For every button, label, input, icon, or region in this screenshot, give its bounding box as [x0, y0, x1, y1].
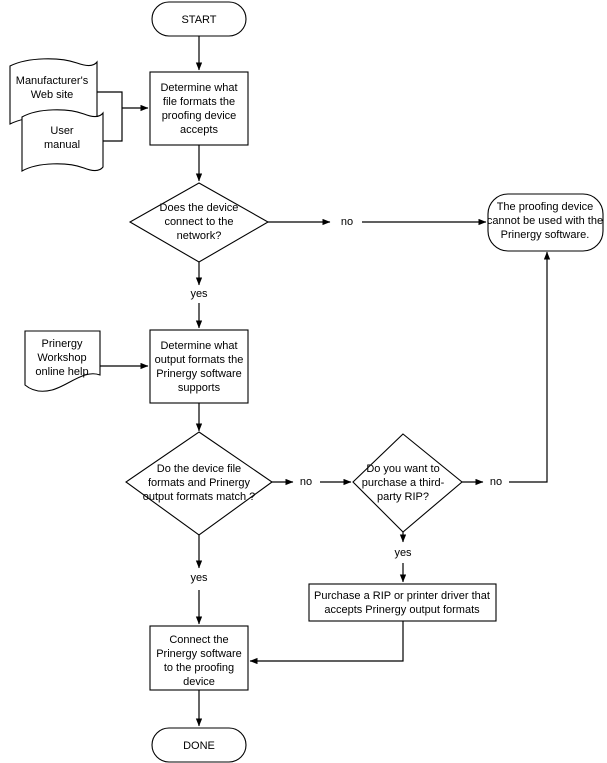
- done-terminator-shape: [151, 727, 247, 763]
- determine-output-formats-line-3: supports: [178, 382, 221, 394]
- device-connect-decision-line-2: network?: [177, 230, 222, 242]
- manufacturer-web-site-line-0: Manufacturer's: [16, 75, 89, 87]
- formats-match-decision-line-1: formats and Prinergy: [148, 477, 251, 489]
- connect-software-line-3: device: [183, 676, 215, 688]
- determine-output-formats-line-2: Prinergy software: [156, 368, 242, 380]
- edge-label-formats-match-no: no: [300, 476, 312, 488]
- determine-file-formats-line-1: file formats the: [163, 96, 235, 108]
- start-terminator-shape: [151, 1, 247, 37]
- start-label: START: [181, 14, 216, 26]
- done-label: DONE: [183, 740, 215, 752]
- purchase-rip-action-line-0: Purchase a RIP or printer driver that: [314, 590, 490, 602]
- node-cannot-be-used[interactable]: The proofing device cannot be used with …: [487, 193, 604, 252]
- manufacturer-web-site-line-1: Web site: [31, 89, 74, 101]
- formats-match-decision-line-2: output formats match ?: [143, 491, 256, 503]
- node-user-manual[interactable]: User manual: [21, 109, 104, 172]
- formats-match-decision-line-0: Do the device file: [157, 463, 241, 475]
- node-start[interactable]: START: [151, 1, 247, 37]
- node-connect-software[interactable]: Connect the Prinergy software to the pro…: [149, 625, 249, 691]
- edge-label-purchase-rip-no: no: [490, 476, 502, 488]
- user-manual-line-1: manual: [44, 139, 80, 151]
- edge-label-purchase-rip-yes: yes: [394, 547, 412, 559]
- connector-layer: [96, 36, 551, 727]
- user-manual-line-0: User: [50, 125, 74, 137]
- prinergy-workshop-help-line-2: online help: [35, 366, 88, 378]
- prinergy-workshop-help-line-1: Workshop: [37, 352, 86, 364]
- determine-output-formats-process-shape: [149, 329, 249, 404]
- node-purchase-rip-action[interactable]: Purchase a RIP or printer driver that ac…: [308, 583, 497, 622]
- node-prinergy-workshop-help[interactable]: Prinergy Workshop online help: [24, 330, 101, 392]
- formats-match-decision-shape: [125, 431, 273, 536]
- node-device-connect-decision[interactable]: Does the device connect to the network?: [128, 182, 270, 263]
- edge-label-formats-match-yes: yes: [190, 572, 208, 584]
- node-formats-match-decision[interactable]: Do the device file formats and Prinergy …: [125, 431, 273, 536]
- purchase-rip-action-line-1: accepts Prinergy output formats: [324, 604, 480, 616]
- user-manual-document-shape: [21, 109, 104, 172]
- device-connect-decision-line-1: connect to the: [164, 216, 233, 228]
- cannot-be-used-line-0: The proofing device: [497, 201, 594, 213]
- purchase-rip-decision-line-2: party RIP?: [377, 491, 429, 503]
- edge-manufacturer-web-site-to-determine-file-formats: [96, 91, 123, 108]
- prinergy-workshop-help-document-shape: [24, 330, 101, 392]
- node-determine-file-formats[interactable]: Determine what file formats the proofing…: [149, 71, 249, 146]
- cannot-be-used-terminator-shape: [487, 193, 604, 252]
- connect-software-line-0: Connect the: [169, 634, 228, 646]
- edge-user-manual-to-determine-file-formats: [103, 108, 123, 142]
- edge-purchase-rip-no-segment-b: [509, 251, 551, 483]
- edge-label-device-connect-no: no: [341, 216, 353, 228]
- connect-software-process-shape: [149, 625, 249, 691]
- prinergy-workshop-help-line-0: Prinergy: [42, 338, 83, 350]
- determine-file-formats-line-2: proofing device: [162, 110, 237, 122]
- device-connect-decision-shape: [128, 182, 270, 263]
- purchase-rip-action-process-shape: [308, 583, 497, 622]
- node-purchase-rip-decision[interactable]: Do you want to purchase a third- party R…: [352, 433, 463, 533]
- determine-output-formats-line-0: Determine what: [160, 340, 237, 352]
- cannot-be-used-line-2: Prinergy software.: [501, 229, 590, 241]
- determine-output-formats-line-1: output formats the: [155, 354, 244, 366]
- determine-file-formats-line-0: Determine what: [160, 82, 237, 94]
- purchase-rip-decision-line-0: Do you want to: [366, 463, 439, 475]
- node-done[interactable]: DONE: [151, 727, 247, 763]
- connect-software-line-2: to the proofing: [164, 662, 234, 674]
- determine-file-formats-line-3: accepts: [180, 124, 218, 136]
- node-determine-output-formats[interactable]: Determine what output formats the Priner…: [149, 329, 249, 404]
- edge-purchase-rip-action-to-connect-software: [249, 621, 404, 665]
- edge-label-device-connect-yes: yes: [190, 288, 208, 300]
- cannot-be-used-line-1: cannot be used with the: [487, 215, 603, 227]
- connect-software-line-1: Prinergy software: [156, 648, 242, 660]
- device-connect-decision-line-0: Does the device: [160, 202, 239, 214]
- determine-file-formats-process-shape: [149, 71, 249, 146]
- purchase-rip-decision-shape: [352, 433, 463, 533]
- purchase-rip-decision-line-1: purchase a third-: [362, 477, 445, 489]
